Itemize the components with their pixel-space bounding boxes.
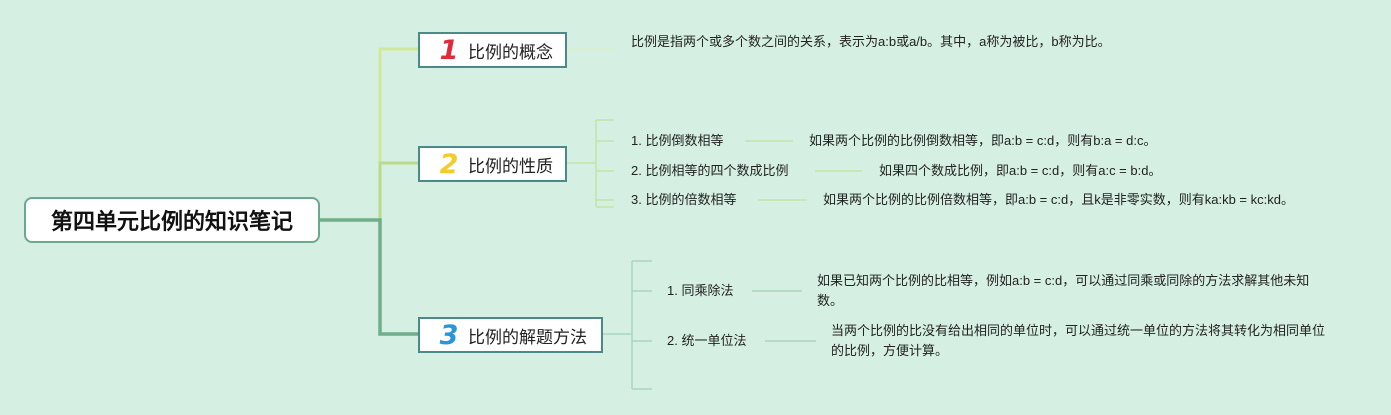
method-item-label[interactable]: 2. 统一单位法 [667,333,747,348]
branch3-bracket [603,260,652,390]
branch-methods[interactable]: 3 比例的解题方法 [418,317,603,353]
property-item-description[interactable]: 如果两个比例的比例倍数相等，即a:b = c:d，且k是非零实数，则有ka:kb… [823,192,1294,207]
method-item-label[interactable]: 1. 同乘除法 [667,283,734,298]
property-item-description[interactable]: 如果两个比例的比例倒数相等，即a:b = c:d，则有b:a = d:c。 [809,133,1157,148]
branch2-item-connectors [745,140,862,201]
branch3-item-connectors [752,290,816,342]
concept-description[interactable]: 比例是指两个或多个数之间的关系，表示为a:b或a/b。其中，a称为被比，b称为比… [631,34,1111,49]
property-item-label[interactable]: 3. 比例的倍数相等 [631,192,737,207]
branch2-bracket [567,119,614,208]
branch-label: 比例的概念 [468,42,553,63]
branch3-connector [320,218,418,336]
branch-label: 比例的性质 [468,156,553,177]
root-topic[interactable]: 第四单元比例的知识笔记 [24,197,320,243]
method-item-description[interactable]: 如果已知两个比例的比相等，例如a:b = c:d，可以通过同乘或同除的方法求解其… [817,273,1310,308]
number-3-icon: 3 [439,319,459,351]
property-item-description[interactable]: 如果四个数成比例，即a:b = c:d，则有a:c = b:d。 [879,163,1162,178]
number-2-icon: 2 [439,148,459,180]
number-1-icon: 1 [439,34,459,66]
branch2-connector [320,161,418,222]
branch-concept[interactable]: 1 比例的概念 [418,32,567,68]
property-item-label[interactable]: 1. 比例倒数相等 [631,133,724,148]
branch-properties[interactable]: 2 比例的性质 [418,146,567,182]
property-item-label[interactable]: 2. 比例相等的四个数成比例 [631,163,789,178]
method-item-description[interactable]: 当两个比例的比没有给出相同的单位时，可以通过统一单位的方法将其转化为相同单位的比… [831,323,1326,358]
branch-label: 比例的解题方法 [468,327,587,348]
branch1-connector [320,47,418,222]
